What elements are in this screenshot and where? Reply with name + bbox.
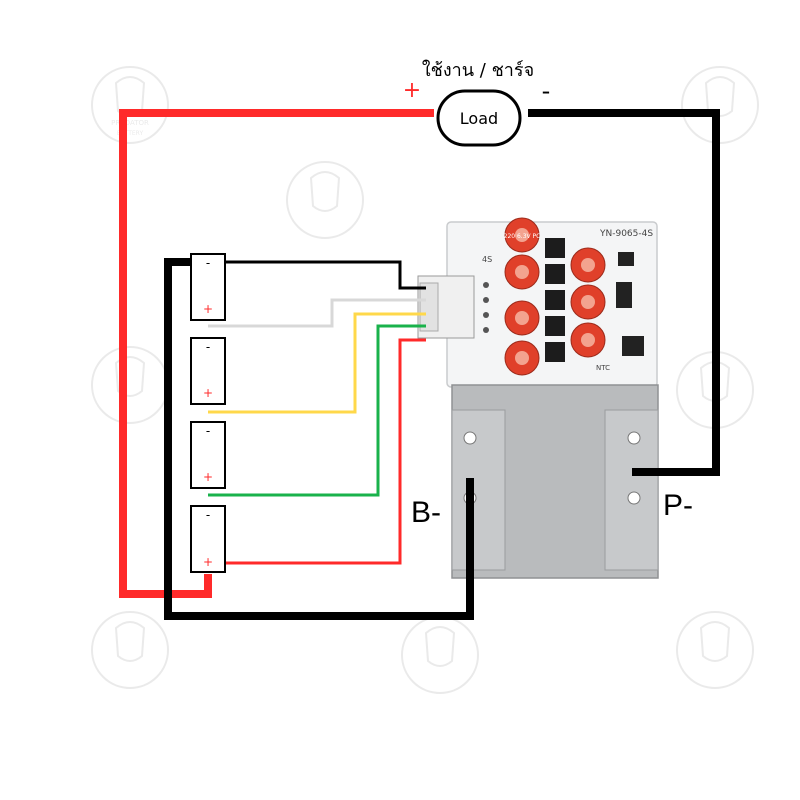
cell-negative-sign: - xyxy=(206,340,210,354)
watermark-logo xyxy=(286,161,364,239)
load-symbol xyxy=(436,89,522,147)
watermark-logo xyxy=(676,611,754,689)
cell-negative-sign: - xyxy=(206,508,210,522)
mount-hole xyxy=(463,431,477,445)
capacitor xyxy=(504,217,540,253)
ic-chip xyxy=(616,282,632,308)
cell-positive-sign: + xyxy=(203,302,213,316)
cell-positive-sign: + xyxy=(203,386,213,400)
p-minus-terminal xyxy=(604,409,659,571)
mosfet-column xyxy=(545,238,565,362)
battery-cells: - + - + - + - + xyxy=(190,253,226,573)
capacitor xyxy=(570,322,606,358)
ic-chip xyxy=(618,252,634,266)
cell-positive-sign: + xyxy=(203,470,213,484)
balance-wire-4 xyxy=(208,324,426,497)
board-series-label: 4S xyxy=(482,255,492,264)
balance-wire-1 xyxy=(226,260,426,290)
watermark-text: PREDATOR xyxy=(111,119,149,127)
board-model-label: YN-9065-4S xyxy=(599,229,653,239)
watermark-logo: PREDATOR BATTERY xyxy=(91,66,169,144)
b-minus-label: B- xyxy=(411,496,441,529)
load: Load xyxy=(436,89,522,147)
capacitor xyxy=(570,284,606,320)
load-negative-wire xyxy=(528,109,720,476)
capacitor xyxy=(504,300,540,336)
cell-negative-sign: - xyxy=(206,256,210,270)
mount-hole xyxy=(627,491,641,505)
battery-cell: - + xyxy=(190,253,226,321)
watermark-logo xyxy=(91,346,169,424)
p-minus-label: P- xyxy=(663,489,693,522)
battery-cell: - + xyxy=(190,505,226,573)
watermark-logo xyxy=(91,611,169,689)
load-positive-sign: + xyxy=(403,78,421,103)
mount-hole xyxy=(627,431,641,445)
capacitor xyxy=(504,254,540,290)
bms-board: YN-9065-4S 4S NTC xyxy=(417,217,659,579)
battery-cell: - + xyxy=(190,421,226,489)
capacitor-marking: 220 6.3V PC xyxy=(504,233,541,240)
watermark-logo xyxy=(401,616,479,694)
battery-negative-wire xyxy=(164,258,474,620)
load-label: Load xyxy=(460,109,498,128)
balance-pins xyxy=(483,282,489,333)
balance-wire-2 xyxy=(208,298,426,328)
load-negative-sign: - xyxy=(542,77,551,105)
capacitor-group xyxy=(504,217,606,376)
battery-cell: - + xyxy=(190,337,226,405)
usage-charge-caption: ใช้งาน / ชาร์จ xyxy=(422,59,534,81)
ic-chip xyxy=(622,336,644,356)
cell-positive-sign: + xyxy=(203,555,213,569)
b-minus-terminal xyxy=(451,409,506,571)
capacitor xyxy=(570,247,606,283)
wires xyxy=(119,109,720,620)
balance-wire-5 xyxy=(208,338,426,565)
positive-wire xyxy=(119,109,434,598)
connector-housing xyxy=(419,282,439,332)
cell-negative-sign: - xyxy=(206,424,210,438)
ntc-label: NTC xyxy=(596,364,610,372)
balance-wire-3 xyxy=(208,312,426,414)
capacitor xyxy=(504,340,540,376)
watermark-subtext: BATTERY xyxy=(117,130,144,137)
